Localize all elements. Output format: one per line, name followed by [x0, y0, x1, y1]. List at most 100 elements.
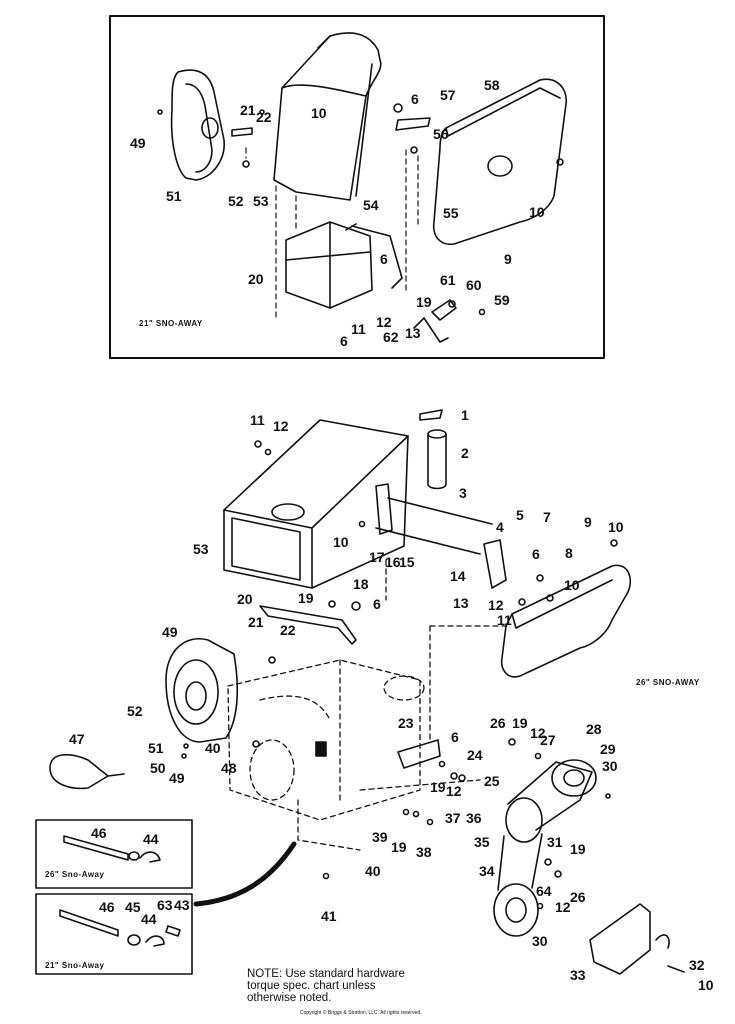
callout: 29: [600, 741, 616, 757]
callout: 18: [353, 576, 369, 592]
callout: 6: [340, 333, 348, 349]
callout: 15: [399, 554, 415, 570]
hood-box-bottom: [223, 419, 409, 589]
callout: 10: [608, 519, 624, 535]
section-label-21-top: 21" SNO-AWAY: [139, 319, 203, 328]
callout: 27: [540, 732, 556, 748]
inset-label-26: 26" Sno-Away: [45, 870, 105, 879]
callout: 53: [253, 193, 269, 209]
callout: 54: [363, 197, 379, 213]
callout: 19: [416, 294, 432, 310]
callout: 31: [547, 834, 563, 850]
callout: 21: [248, 614, 264, 630]
callout: 62: [383, 329, 399, 345]
callout: 11: [351, 321, 366, 337]
callout: 19: [512, 715, 528, 731]
callout: 36: [466, 810, 482, 826]
hardware-note: NOTE: Use standard hardware torque spec.…: [247, 968, 467, 1004]
callout: 6: [532, 546, 540, 562]
callout: 35: [474, 834, 490, 850]
callout: 12: [530, 725, 546, 741]
callout: 22: [256, 109, 272, 125]
callout: 56: [433, 126, 449, 142]
dipstick-tube: [193, 841, 297, 907]
callout: 59: [494, 292, 510, 308]
callout: 22: [280, 622, 296, 638]
callout: 5: [516, 507, 524, 523]
rod-54: [351, 225, 403, 289]
callout: 52: [127, 703, 143, 719]
belt-guard-bottom: [165, 638, 239, 743]
engine-outline: [227, 559, 507, 851]
callout: 58: [484, 77, 500, 93]
callout: 40: [365, 863, 381, 879]
callout: 19: [430, 779, 446, 795]
callout: 32: [689, 957, 705, 973]
callout: 16: [385, 554, 401, 570]
callout: 64: [536, 883, 552, 899]
funnel-47: [49, 753, 125, 790]
callout: 39: [372, 829, 388, 845]
callout: 43: [174, 897, 190, 913]
callout: 33: [570, 967, 586, 983]
note-line-1: NOTE: Use standard hardware: [247, 968, 405, 980]
muffler-bottom: [500, 564, 632, 678]
callout: 21: [240, 102, 256, 118]
note-line-2: torque spec. chart unless: [247, 980, 376, 992]
callout: 46: [91, 825, 107, 841]
callout: 55: [443, 205, 459, 221]
callout: 10: [311, 105, 327, 121]
muffler-housing-top: [432, 78, 567, 246]
callout: 10: [529, 204, 545, 220]
callout: 44: [143, 831, 159, 847]
rod-3: [387, 497, 493, 525]
callout: 50: [150, 760, 166, 776]
callout: 34: [479, 863, 495, 879]
callout: 30: [602, 758, 618, 774]
section-label-26-bottom: 26" SNO-AWAY: [636, 678, 700, 687]
callout: 10: [564, 577, 580, 593]
inset-21-frame: [35, 893, 193, 975]
callout: 30: [532, 933, 548, 949]
rod-14: [375, 527, 481, 555]
callout: 14: [450, 568, 466, 584]
callout: 11: [497, 612, 512, 628]
callout: 4: [496, 519, 504, 535]
callout: 3: [459, 485, 467, 501]
callout: 12: [555, 899, 571, 915]
copyright-text: Copyright © Briggs & Stratton, LLC. All …: [300, 1010, 422, 1016]
callout: 13: [405, 325, 421, 341]
callout: 17: [369, 549, 385, 565]
callout: 6: [451, 729, 459, 745]
callout: 45: [125, 899, 141, 915]
callout: 46: [99, 899, 115, 915]
callout: 41: [321, 908, 337, 924]
belt-guard-top: [170, 69, 225, 181]
callout: 19: [298, 590, 314, 606]
callout: 20: [248, 271, 264, 287]
callout: 57: [440, 87, 456, 103]
callout: 51: [166, 188, 182, 204]
callout: 1: [461, 407, 469, 423]
chassis-top: [285, 221, 373, 309]
callout: 37: [445, 810, 461, 826]
callout: 7: [543, 509, 551, 525]
callout: 10: [333, 534, 349, 550]
callout: 51: [148, 740, 164, 756]
callout: 12: [446, 783, 462, 799]
callout: 38: [416, 844, 432, 860]
tube-2: [427, 429, 447, 490]
belt-pulley-assembly: [493, 759, 597, 937]
callout: 19: [391, 839, 407, 855]
hood-cover-top: [273, 32, 382, 201]
callout: 11: [250, 412, 265, 428]
callout: 12: [376, 314, 392, 330]
inset-label-21: 21" Sno-Away: [45, 961, 105, 970]
callout: 48: [221, 760, 237, 776]
callout: 53: [193, 541, 209, 557]
callout: 40: [205, 740, 221, 756]
callout: 49: [169, 770, 185, 786]
callout: 13: [453, 595, 469, 611]
callout: 49: [162, 624, 178, 640]
